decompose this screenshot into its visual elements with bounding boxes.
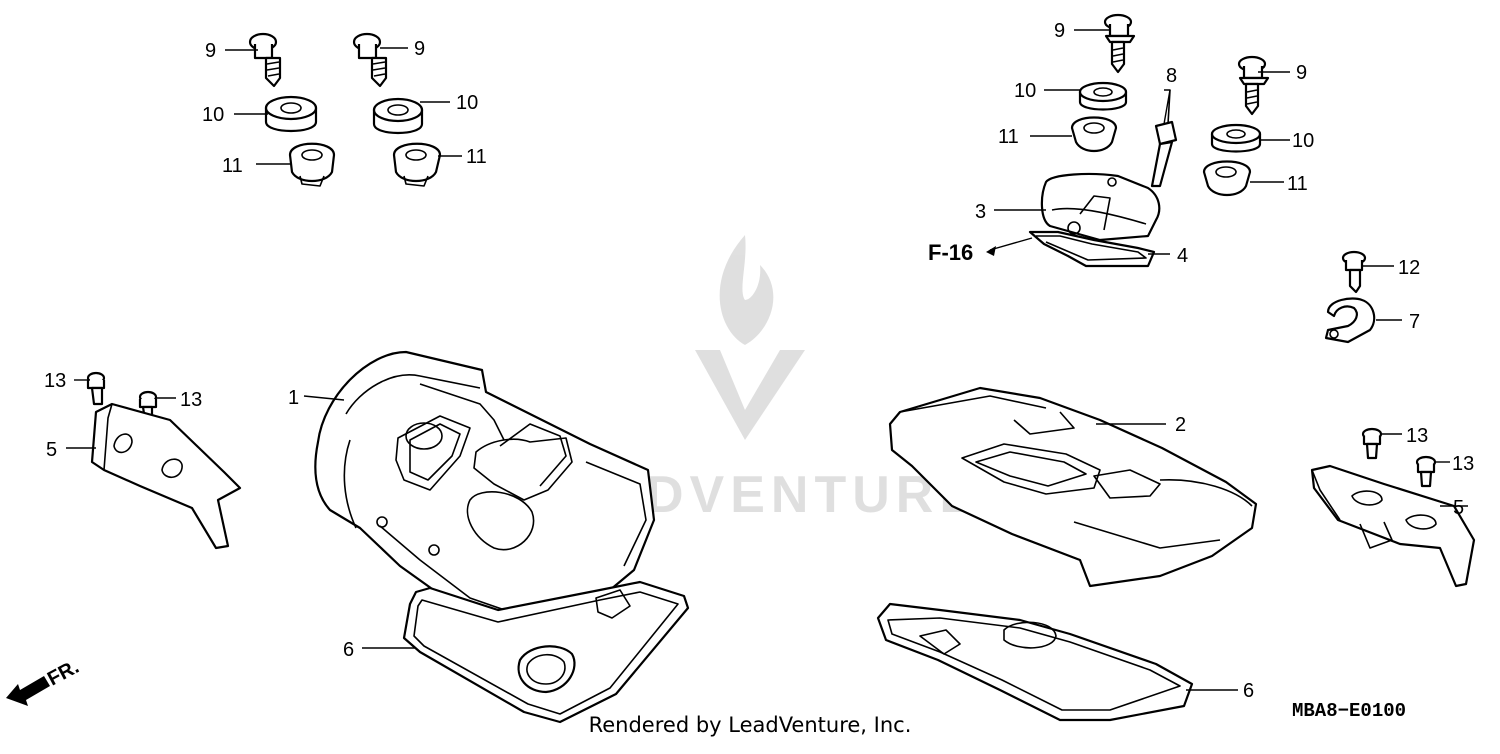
callout-13-b: 13 — [180, 389, 202, 411]
diagram-code: MBA8−E0100 — [1292, 700, 1407, 722]
render-credit: Rendered by LeadVenture, Inc. — [588, 713, 912, 737]
callout-13-c: 13 — [1406, 425, 1428, 447]
callout-2: 2 — [1175, 414, 1186, 436]
bolt-13-right-a — [1361, 427, 1383, 460]
head-cover-1 — [314, 350, 656, 628]
callout-5-left: 5 — [46, 439, 57, 461]
gasket-6-rear — [876, 602, 1194, 722]
front-label: FR. — [44, 656, 83, 691]
callout-13-d: 13 — [1452, 453, 1474, 475]
bolt-8-long — [1150, 89, 1178, 188]
washer-10-right-a — [1078, 81, 1128, 111]
callout-11-d: 11 — [1287, 173, 1308, 195]
gasket-4 — [1028, 230, 1156, 268]
callout-8: 8 — [1166, 65, 1177, 87]
callout-6-rear: 6 — [1243, 680, 1254, 702]
callout-1: 1 — [288, 387, 299, 409]
grommet-11-left-b — [392, 142, 442, 187]
bolt-12 — [1341, 250, 1367, 294]
callout-9-b: 9 — [414, 38, 425, 60]
cover-3 — [1040, 172, 1161, 242]
reference-label: F-16 — [928, 240, 973, 265]
grommet-11-right-a — [1070, 116, 1118, 153]
side-bracket-5-right — [1310, 464, 1476, 588]
bolt-9-top-right-a — [1103, 13, 1136, 74]
grommet-11-left-a — [288, 142, 336, 187]
callout-10-a: 10 — [202, 104, 224, 126]
bolt-9-top-right-b — [1237, 55, 1270, 116]
callout-11-c: 11 — [998, 126, 1019, 148]
callout-9-a: 9 — [205, 40, 216, 62]
bolt-13-left-a — [86, 371, 106, 406]
callout-3: 3 — [975, 201, 986, 223]
washer-10-left-a — [264, 95, 318, 132]
callout-10-d: 10 — [1292, 130, 1314, 152]
leader-lines — [66, 29, 1468, 691]
bolt-9-top-left-a — [248, 32, 282, 88]
grommet-11-right-b — [1202, 160, 1252, 197]
callout-11-b: 11 — [466, 146, 487, 168]
side-bracket-5-left — [90, 402, 242, 550]
clamp-7 — [1324, 297, 1376, 344]
callout-7: 7 — [1409, 311, 1420, 333]
callout-12: 12 — [1398, 257, 1420, 279]
front-direction-arrow: FR. — [6, 656, 83, 706]
callout-6-front: 6 — [343, 639, 354, 661]
callout-4: 4 — [1177, 245, 1188, 267]
bolt-13-right-b — [1415, 455, 1437, 488]
callout-10-c: 10 — [1014, 80, 1036, 102]
callout-9-c: 9 — [1054, 20, 1065, 42]
callout-11-a: 11 — [222, 155, 243, 177]
washer-10-left-b — [372, 97, 424, 134]
callout-labels: 1 2 3 4 5 5 6 6 7 8 9 9 9 9 10 10 10 10 … — [44, 20, 1474, 702]
callout-13-a: 13 — [44, 370, 66, 392]
bolt-9-top-left-b — [352, 32, 388, 88]
head-cover-2 — [888, 386, 1258, 588]
gasket-6-front — [402, 580, 690, 724]
reference-arrow — [986, 246, 996, 256]
callout-10-b: 10 — [456, 92, 478, 114]
washer-10-right-b — [1210, 123, 1262, 153]
callout-5-right: 5 — [1453, 497, 1464, 519]
callout-9-d: 9 — [1296, 62, 1307, 84]
